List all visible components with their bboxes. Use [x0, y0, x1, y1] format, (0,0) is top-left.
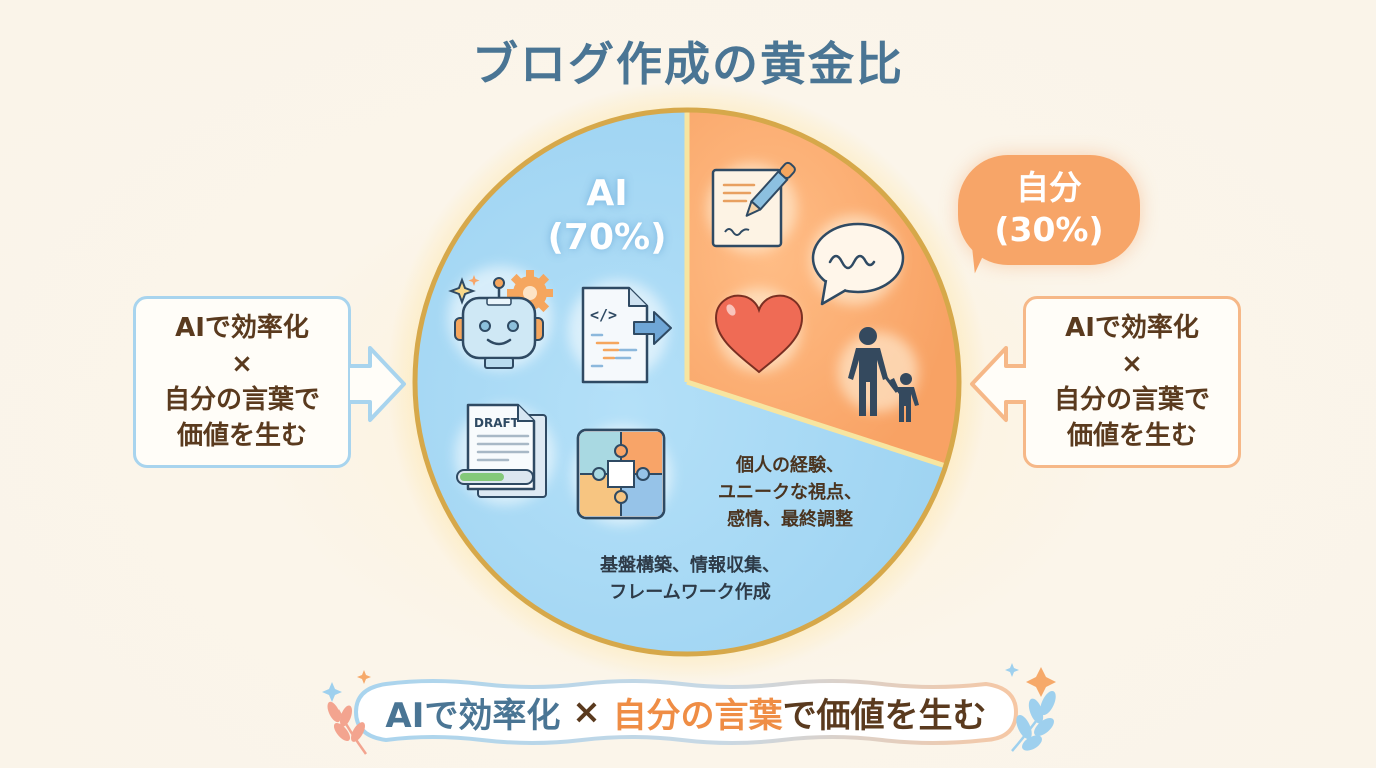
draft-label: DRAFT [474, 416, 520, 430]
self-description: 個人の経験、 ユニークな視点、 感情、最終調整 [690, 452, 890, 533]
ai-slice-label: AI (70%) [512, 172, 702, 260]
callout-line: AIで効率化 [175, 313, 309, 343]
ai-label-percent: (70%) [547, 217, 667, 258]
heart-icon [714, 294, 804, 374]
slogan-text: AIで効率化 × 自分の言葉で価値を生む [352, 678, 1020, 746]
right-leaf-decoration-icon [1005, 663, 1056, 752]
left-callout-box: AIで効率化 × 自分の言葉で 価値を生む [133, 296, 351, 468]
code-document-icon: </> [581, 286, 672, 384]
pie-slice-ai [414, 109, 946, 655]
callout-line: × [1121, 349, 1143, 379]
draft-document-icon: DRAFT [456, 403, 547, 498]
self-desc-line: ユニークな視点、 [718, 482, 862, 503]
self-label-name: 自分 [1016, 168, 1082, 207]
slogan-separator: × [560, 692, 613, 732]
ai-description: 基盤構築、情報収集、 フレームワーク作成 [570, 552, 810, 606]
self-desc-line: 個人の経験、 [736, 455, 844, 476]
callout-line: 価値を生む [1066, 421, 1197, 451]
slogan-part-value: で価値を生む [782, 695, 987, 736]
puzzle-icon [576, 428, 666, 520]
self-label-percent: (30%) [994, 210, 1104, 249]
callout-line: AIで効率化 [1065, 313, 1199, 343]
slogan-part-ai: AIで [385, 695, 459, 736]
parent-child-icon [848, 327, 919, 422]
self-desc-line: 感情、最終調整 [727, 509, 853, 530]
speech-bubble-icon [811, 222, 905, 306]
robot-icon [448, 270, 553, 369]
slogan-part-efficiency: 効率化 [458, 695, 561, 736]
slogan-banner: AIで効率化 × 自分の言葉で価値を生む [352, 678, 1020, 746]
left-leaf-decoration-icon [322, 670, 371, 755]
ai-label-name: AI [586, 173, 628, 214]
pen-writing-icon [711, 161, 796, 248]
self-slice-bubble: 自分 (30%) [958, 155, 1140, 274]
ai-desc-line: フレームワーク作成 [609, 582, 771, 603]
right-callout-box: AIで効率化 × 自分の言葉で 価値を生む [1023, 296, 1241, 468]
callout-line: 価値を生む [176, 421, 307, 451]
callout-line: 自分の言葉で [163, 385, 320, 415]
callout-line: 自分の言葉で [1053, 385, 1210, 415]
ai-desc-line: 基盤構築、情報収集、 [600, 555, 780, 576]
callout-line: × [231, 349, 253, 379]
slogan-part-own-words: 自分の言葉 [612, 695, 783, 736]
right-arrow-icon [350, 346, 406, 422]
code-glyph: </> [590, 306, 617, 324]
left-arrow-icon [970, 346, 1026, 422]
